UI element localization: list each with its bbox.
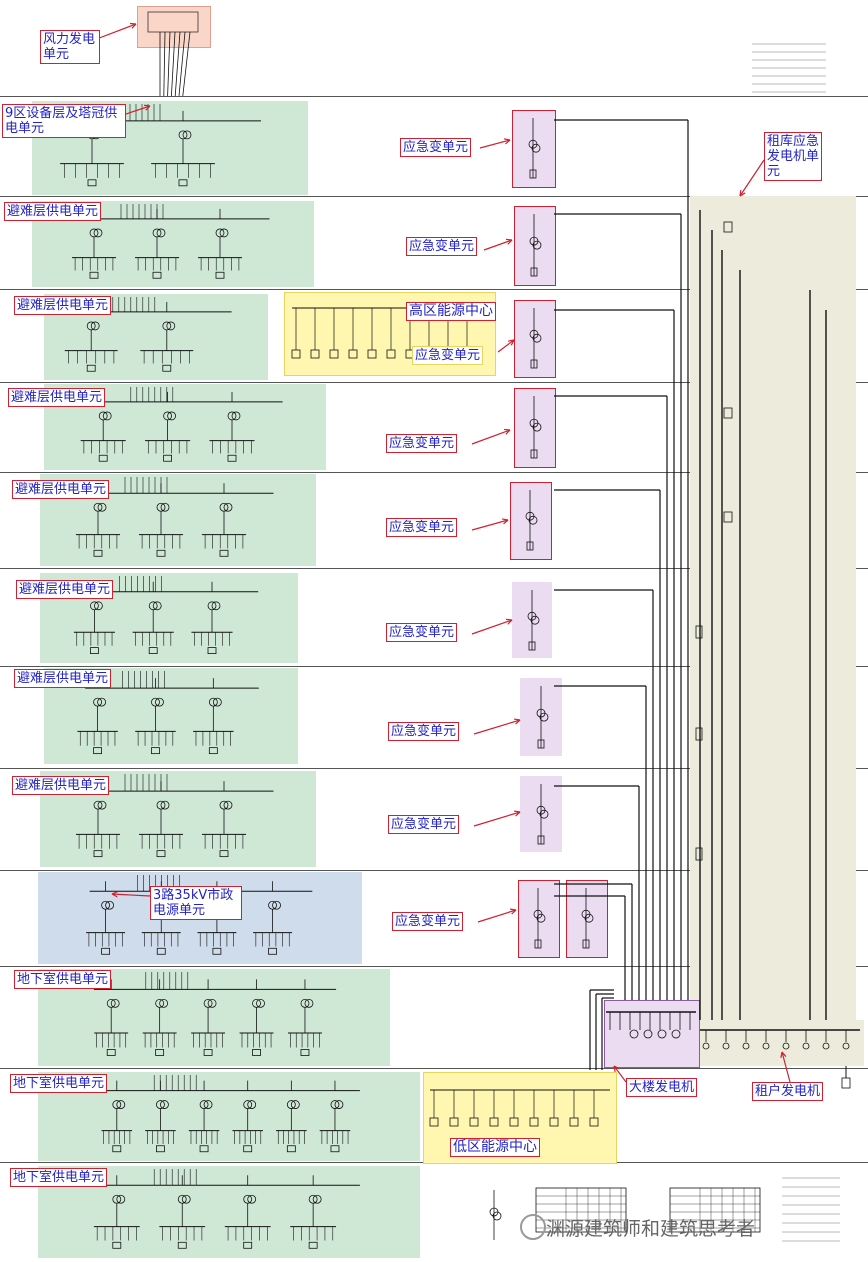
refuge-supply-label: 避难层供电单元 [14, 669, 112, 688]
emergency-transformer-label: 应急变单元 [386, 623, 458, 642]
emergency-transformer-label: 应急变单元 [388, 815, 460, 834]
emergency-transformer-block [512, 110, 556, 188]
emergency-transformer-block [518, 880, 560, 958]
emergency-transformer-label: 应急变单元 [412, 346, 484, 365]
refuge-supply-label: 避难层供电单元 [12, 480, 110, 499]
floor-line [0, 472, 868, 473]
35kv-supply-label: 3路35kV市政电源单元 [150, 886, 242, 920]
basement-supply-label: 地下室供电单元 [10, 1168, 108, 1187]
floor-line [0, 870, 868, 871]
high-energy-center-label: 高区能源中心 [406, 302, 496, 321]
emergency-transformer-block [514, 388, 556, 468]
emergency-transformer-label: 应急变单元 [386, 518, 458, 537]
floor-line [0, 666, 868, 667]
emergency-transformer-block [514, 206, 556, 286]
emergency-transformer-block [514, 300, 556, 378]
emergency-transformer-block [510, 482, 552, 560]
building-generator-label: 大楼发电机 [626, 1078, 698, 1097]
floor-line [0, 768, 868, 769]
refuge-supply-label: 避难层供电单元 [14, 296, 112, 315]
floor-line [0, 966, 868, 967]
refuge-supply-label: 避难层供电单元 [12, 776, 110, 795]
floor-line [0, 289, 868, 290]
refuge-supply-label: 避难层供电单元 [8, 388, 106, 407]
emergency-transformer-block [566, 880, 608, 958]
floor-line [0, 96, 868, 97]
floor-line [0, 1068, 868, 1069]
wind-power-zone [137, 6, 211, 48]
tenant-generator-label: 租户发电机 [752, 1082, 824, 1101]
floor-line [0, 196, 868, 197]
tenant-generator-zone [690, 196, 856, 1024]
floor-line [0, 382, 868, 383]
watermark-text: 渊源建筑师和建筑思考者 [546, 1218, 756, 1240]
emergency-transformer-label: 应急变单元 [386, 434, 458, 453]
tenant-generator-bus-zone [696, 1020, 864, 1066]
basement-supply-label: 地下室供电单元 [14, 970, 112, 989]
refuge-supply-label: 避难层供电单元 [16, 580, 114, 599]
wechat-icon [520, 1214, 546, 1240]
floor-line [0, 568, 868, 569]
emergency-transformer-label: 应急变单元 [400, 138, 472, 157]
basement-supply-label: 地下室供电单元 [10, 1074, 108, 1093]
emergency-transformer-label: 应急变单元 [406, 237, 478, 256]
refuge-supply-label: 避难层供电单元 [4, 202, 102, 221]
wind-power-label: 风力发电单元 [40, 30, 100, 64]
emergency-transformer-label: 应急变单元 [392, 912, 464, 931]
zone9-supply-label: 9区设备层及塔冠供电单元 [2, 104, 126, 138]
tenant-generator-unit-label: 租库应急发电机单元 [764, 132, 822, 181]
emergency-transformer-label: 应急变单元 [388, 722, 460, 741]
low-energy-center-label: 低区能源中心 [450, 1138, 540, 1157]
